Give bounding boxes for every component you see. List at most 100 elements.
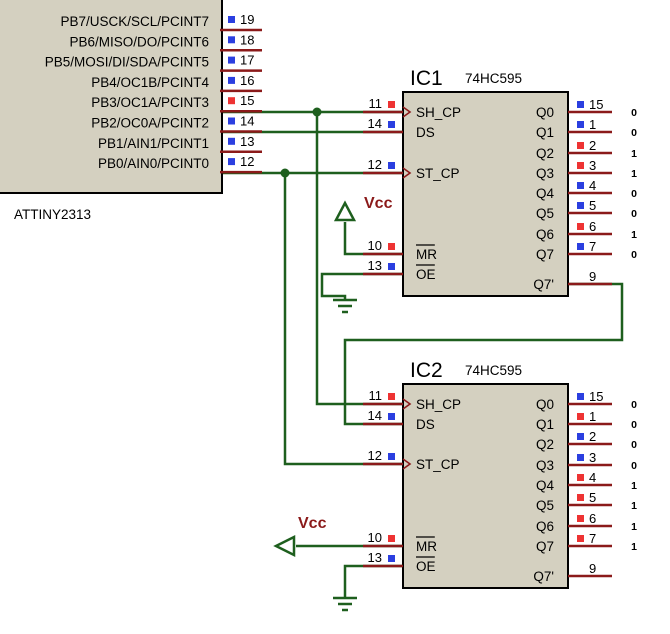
- mcu-pin-number: 12: [240, 154, 254, 169]
- ic-left-pin-label: SH_CP: [416, 397, 461, 412]
- pin-state-indicator: [228, 36, 235, 44]
- pin-state-indicator: [577, 182, 584, 189]
- mcu-pin-label: PB2/OC0A/PCINT2: [91, 116, 209, 131]
- mcu-pin-label: PB0/AIN0/PCINT0: [98, 156, 209, 171]
- ic-pin-number: 5: [589, 198, 596, 213]
- vcc-label: Vcc: [298, 515, 327, 532]
- pin-state-indicator: [388, 243, 395, 250]
- ic-right-pin-label: Q2: [536, 146, 554, 161]
- vcc-label: Vcc: [364, 195, 393, 212]
- pin-state-indicator: [388, 101, 395, 108]
- ic-pin-number: 14: [368, 116, 382, 131]
- mcu-pin-number: 18: [240, 32, 254, 47]
- ic-right-pin-label: Q3: [536, 166, 554, 181]
- ic-left-pin-label: OE: [416, 559, 436, 574]
- pin-state-indicator: [388, 393, 395, 400]
- ic-pin-number: 15: [589, 97, 603, 112]
- vcc-symbol-ic1: [333, 200, 357, 222]
- output-bit-value: 1: [631, 500, 637, 512]
- junction-dot: [312, 107, 322, 117]
- ic-left-pin-label: MR: [416, 247, 437, 262]
- wire-sh-cp-ic2: [315, 112, 402, 406]
- ic-right-pin-label: Q4: [536, 478, 555, 493]
- pin-state-indicator: [577, 413, 584, 420]
- pin-state-indicator: [388, 535, 395, 542]
- pin-state-indicator: [228, 158, 235, 166]
- output-bit-value: 1: [631, 480, 637, 492]
- ic-right-pin-label: Q0: [536, 105, 554, 120]
- mcu-pin-number: 15: [240, 93, 254, 108]
- ic-left-pin-label: DS: [416, 417, 435, 432]
- ic-pin-number: 12: [368, 448, 382, 463]
- pin-state-indicator: [577, 121, 584, 128]
- ic-pin-number: 1: [589, 409, 596, 424]
- pin-state-indicator: [577, 535, 584, 542]
- ic-left-pin-label: ST_CP: [416, 457, 460, 472]
- output-bit-value: 0: [631, 208, 637, 220]
- pin-state-indicator: [388, 453, 395, 460]
- output-bit-value: 1: [631, 168, 637, 180]
- pin-state-indicator: [388, 413, 395, 420]
- mcu-pin-label: PB4/OC1B/PCINT4: [91, 75, 209, 90]
- pin-state-indicator: [228, 97, 235, 105]
- ic-pin-number: 4: [589, 178, 596, 193]
- mcu-pin-label: PB7/USCK/SCL/PCINT7: [60, 14, 209, 29]
- ic-pin-number: 6: [589, 219, 596, 234]
- ic-pin-number: 1: [589, 117, 596, 132]
- ic-pin-number: 5: [589, 490, 596, 505]
- ic-right-pin-label: Q5: [536, 498, 554, 513]
- ic-name-label: IC1: [410, 67, 443, 90]
- ic-right-pin-label: Q7': [533, 277, 554, 292]
- ic-right-pin-label: Q0: [536, 397, 554, 412]
- mcu-pin-label: PB1/AIN1/PCINT1: [98, 136, 209, 151]
- ic-pin-number: 11: [369, 388, 383, 403]
- pin-state-indicator: [388, 162, 395, 169]
- output-bit-value: 0: [631, 399, 637, 411]
- mcu-name-label: ATTINY2313: [14, 207, 91, 222]
- ic-left-pin-label: MR: [416, 539, 437, 554]
- mcu-pin-number: 16: [240, 73, 254, 88]
- ic-right-pin-label: Q7: [536, 539, 554, 554]
- output-bit-value: 0: [631, 249, 637, 261]
- ic-right-pin-label: Q1: [536, 125, 554, 140]
- ic-part-label: 74HC595: [465, 363, 522, 378]
- mcu-pin-number: 14: [240, 114, 254, 129]
- pin-state-indicator: [577, 142, 584, 149]
- ic-pin-number: 11: [369, 96, 383, 111]
- output-bit-value: 0: [631, 107, 637, 119]
- ic-left-pin-label: DS: [416, 125, 435, 140]
- ic-pin-number: 9: [589, 269, 596, 284]
- ic-pin-number: 2: [589, 138, 596, 153]
- ic-right-pin-label: Q7': [533, 569, 554, 584]
- pin-state-indicator: [228, 117, 235, 125]
- pin-state-indicator: [577, 393, 584, 400]
- ic-right-pin-label: Q5: [536, 206, 554, 221]
- ic-pin-number: 15: [589, 389, 603, 404]
- ic-right-pin-label: Q1: [536, 417, 554, 432]
- clock-input-marker: [402, 458, 412, 470]
- pin-state-indicator: [228, 16, 235, 23]
- pin-state-indicator: [577, 223, 584, 230]
- vcc-symbol-ic2: [273, 534, 296, 558]
- ic-name-label: IC2: [410, 359, 443, 382]
- output-bit-value: 0: [631, 439, 637, 451]
- pin-state-indicator: [577, 101, 584, 108]
- output-bit-value: 1: [631, 541, 637, 553]
- mcu-pin-number: 19: [240, 12, 254, 27]
- ic-pin-number: 12: [368, 157, 382, 172]
- output-bit-value: 0: [631, 188, 637, 200]
- ic-pin-number: 10: [368, 530, 382, 545]
- ic-pin-number: 13: [368, 258, 382, 273]
- pin-state-indicator: [228, 56, 235, 64]
- ic-right-pin-label: Q4: [536, 186, 555, 201]
- output-bit-value: 1: [631, 521, 637, 533]
- clock-input-marker: [402, 398, 412, 410]
- wire-oe-gnd-ic2: [343, 564, 402, 598]
- ic-pin-number: 7: [589, 239, 596, 254]
- pin-state-indicator: [577, 454, 584, 461]
- pin-state-indicator: [577, 474, 584, 481]
- output-bit-value: 0: [631, 127, 637, 139]
- output-bit-value: 0: [631, 460, 637, 472]
